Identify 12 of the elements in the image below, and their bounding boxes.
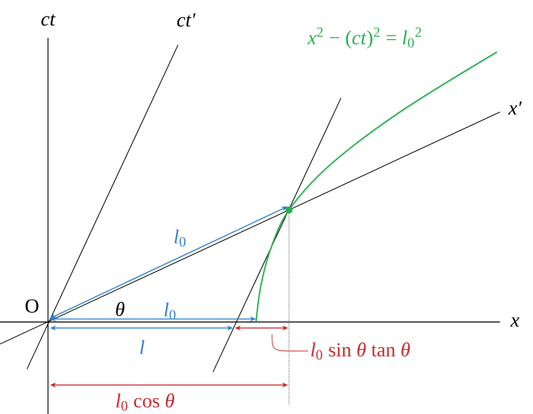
axis-label: θ (116, 302, 124, 316)
axis-label: ct (41, 14, 56, 26)
axis-label: x (510, 317, 520, 327)
axis-label: O (26, 299, 38, 313)
axis-label: ct′ (177, 13, 196, 27)
axis-label: l$_{0}$ cos θ (116, 393, 174, 411)
axis-label: x$^{2}$ − (ct)$^{2}$ = l$_{0}$2 (307, 28, 422, 48)
axis-label: l (140, 340, 144, 354)
formula-label: l$_{0}$ sin θ tan θ (311, 342, 410, 360)
leader-line (272, 334, 308, 352)
axis-label: x′ (508, 101, 522, 115)
axis-label: l$_{0}$ (174, 229, 186, 247)
